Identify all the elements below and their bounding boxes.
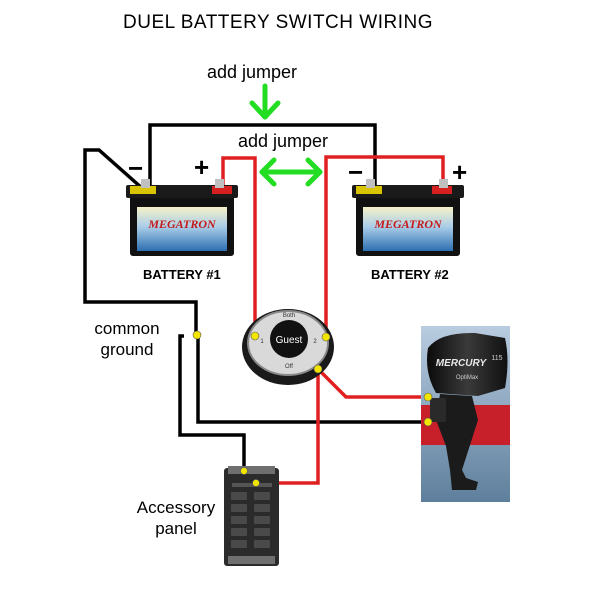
motor-model: OptiMax: [456, 375, 478, 381]
jumper-arrows: [249, 83, 323, 187]
common-ground-label: common ground: [82, 318, 172, 360]
battery2: [352, 179, 464, 256]
top-jumper-arrow: [249, 83, 281, 120]
battery1-negative-sign: −: [128, 153, 144, 183]
mid-jumper-arrow: [259, 157, 323, 187]
battery2-label: BATTERY #2: [371, 267, 449, 282]
battery1: [126, 179, 238, 256]
switch-knob: [270, 320, 308, 358]
battery2-positive-wire: [324, 155, 445, 336]
switch-pos-both: Both: [283, 313, 295, 319]
switch-pos-2: 2: [313, 339, 317, 345]
battery1-label: BATTERY #1: [143, 267, 221, 282]
motor-ground-wire: [196, 336, 428, 424]
panel-positive-terminal: [252, 479, 260, 487]
motor-ground-terminal: [423, 417, 433, 427]
battery1-positive-wire: [221, 156, 257, 335]
accessory-line1: Accessory: [136, 498, 216, 517]
switch-pos-1: 1: [260, 339, 264, 345]
common-ground-line1: common: [94, 319, 160, 338]
switch-center-label: Guest: [276, 335, 303, 346]
motor-positive-terminal: [423, 392, 433, 402]
common-ground-junction: [192, 330, 202, 340]
switch-terminal-1: [250, 331, 260, 341]
switch-terminal-2: [321, 332, 331, 342]
battery1-brand: MEGATRON: [147, 217, 217, 231]
mid-jumper-label: add jumper: [238, 131, 329, 151]
battery2-brand: MEGATRON: [373, 217, 443, 231]
battery-switch: [242, 309, 334, 385]
junction-dots: [192, 330, 433, 487]
battery1-negative-wire: [83, 148, 198, 336]
panel-ground-wire: [178, 334, 246, 470]
motor-brand: MERCURY: [436, 358, 488, 369]
common-ground-line2: ground: [100, 340, 154, 359]
switch-to-panel-wire: [252, 369, 320, 485]
battery2-positive-sign: +: [452, 157, 468, 187]
motor-hp: 115: [491, 355, 502, 362]
battery1-positive-sign: +: [194, 152, 210, 182]
switch-common-terminal: [313, 364, 323, 374]
accessory-line2: panel: [155, 519, 197, 538]
accessory-panel-label: Accessory panel: [126, 497, 226, 539]
battery2-negative-sign: −: [348, 157, 364, 187]
diagram-title: DUEL BATTERY SWITCH WIRING: [123, 12, 433, 33]
panel-ground-terminal: [240, 467, 248, 475]
switch-to-motor-wire: [316, 367, 430, 399]
accessory-panel: [224, 466, 279, 566]
top-jumper-label: add jumper: [207, 62, 298, 82]
outboard-motor: [421, 326, 510, 502]
switch-pos-off: Off: [285, 364, 293, 370]
